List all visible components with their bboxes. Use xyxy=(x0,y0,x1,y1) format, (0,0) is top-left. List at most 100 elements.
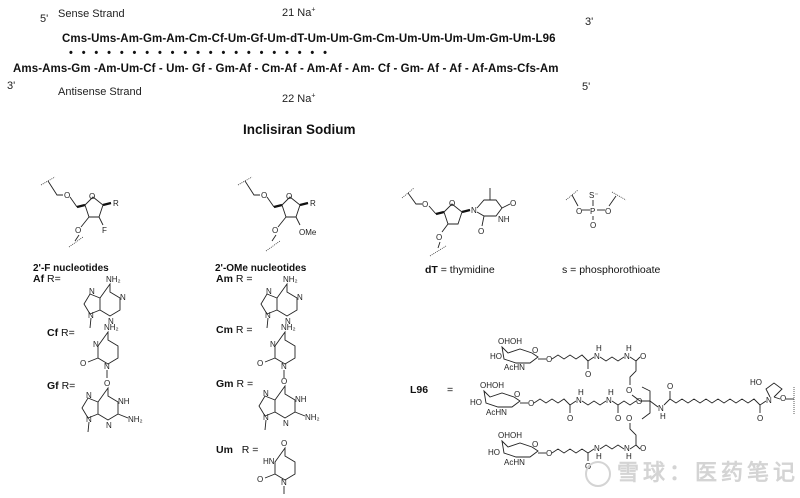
l96-label: L96 xyxy=(410,384,429,396)
pairing-dots: • • • • • • • • • • • • • • • • • • • • … xyxy=(69,47,330,59)
svg-text:N: N xyxy=(281,362,287,371)
svg-text:N: N xyxy=(624,444,630,453)
cytosine-structure-cf: NH₂ NN O xyxy=(80,323,119,378)
svg-text:H: H xyxy=(626,344,632,353)
svg-text:R: R xyxy=(113,199,119,208)
sense-sequence: Cms-Ums-Am-Gm-Am-Cm-Cf-Um-Gf-Um-dT-Um-Um… xyxy=(62,33,556,45)
svg-text:NH₂: NH₂ xyxy=(283,275,298,284)
svg-text:N: N xyxy=(297,293,303,302)
svg-text:O: O xyxy=(261,191,267,200)
svg-text:H: H xyxy=(660,412,666,421)
svg-text:NH₂: NH₂ xyxy=(305,413,320,422)
page-title: Inclisiran Sodium xyxy=(243,122,356,137)
svg-text:N: N xyxy=(88,311,94,320)
svg-text:O: O xyxy=(449,199,455,208)
svg-text:O: O xyxy=(640,352,646,361)
svg-text:N: N xyxy=(120,293,126,302)
svg-text:OH: OH xyxy=(510,337,522,346)
svg-text:P: P xyxy=(590,207,595,216)
svg-text:O: O xyxy=(626,414,632,423)
svg-text:HO: HO xyxy=(488,448,500,457)
svg-text:H: H xyxy=(596,344,602,353)
svg-text:O: O xyxy=(257,359,263,368)
atom-o: O xyxy=(64,191,70,200)
svg-text:NH₂: NH₂ xyxy=(104,323,119,332)
antisense-3prime-label: 3' xyxy=(7,80,16,92)
fluoro-heading: 2'-F nucleotides xyxy=(33,263,109,274)
svg-text:AcHN: AcHN xyxy=(486,408,507,417)
svg-text:N: N xyxy=(265,311,271,320)
af-label: Af R= xyxy=(33,273,61,285)
svg-text:N: N xyxy=(281,478,287,487)
svg-text:NH₂: NH₂ xyxy=(106,275,121,284)
svg-text:F: F xyxy=(102,226,107,235)
svg-text:H: H xyxy=(578,388,584,397)
svg-text:OH: OH xyxy=(492,381,504,390)
svg-text:N: N xyxy=(471,206,477,215)
svg-text:HO: HO xyxy=(470,398,482,407)
l96-equals: = xyxy=(447,384,454,396)
svg-text:R: R xyxy=(310,199,316,208)
sense-3prime-label: 3' xyxy=(585,16,594,28)
cytosine-structure-cm: NH₂ NN O xyxy=(257,323,296,378)
svg-text:O: O xyxy=(286,192,292,201)
svg-text:NH: NH xyxy=(118,397,130,406)
adenine-structure-am: NH₂ N N N N xyxy=(260,275,303,329)
svg-text:O: O xyxy=(528,399,534,408)
methoxy-sugar-structure: O O R O OMe xyxy=(237,176,317,252)
svg-text:O: O xyxy=(104,379,110,388)
svg-text:OH: OH xyxy=(498,431,510,440)
svg-text:O: O xyxy=(257,475,263,484)
svg-text:OH: OH xyxy=(480,381,492,390)
svg-text:O: O xyxy=(636,397,642,406)
svg-text:H: H xyxy=(608,388,614,397)
svg-text:AcHN: AcHN xyxy=(504,458,525,467)
svg-text:O: O xyxy=(626,386,632,395)
svg-text:O: O xyxy=(281,377,287,386)
um-label: Um R = xyxy=(216,444,259,456)
svg-text:O: O xyxy=(576,207,582,216)
svg-text:N: N xyxy=(283,419,289,428)
svg-text:O: O xyxy=(478,227,484,236)
svg-text:AcHN: AcHN xyxy=(504,363,525,372)
svg-text:N: N xyxy=(263,413,269,422)
svg-text:N: N xyxy=(89,287,95,296)
svg-text:N: N xyxy=(93,340,99,349)
svg-text:O: O xyxy=(546,449,552,458)
svg-text:OH: OH xyxy=(498,337,510,346)
svg-text:O: O xyxy=(80,359,86,368)
gm-label: Gm R = xyxy=(216,378,254,390)
svg-text:N: N xyxy=(624,352,630,361)
svg-text:N: N xyxy=(266,287,272,296)
cf-label: Cf R= xyxy=(47,327,75,339)
uracil-structure-um: O HNN O xyxy=(257,439,296,494)
svg-text:O: O xyxy=(75,226,81,235)
svg-text:O: O xyxy=(605,207,611,216)
svg-text:O: O xyxy=(757,414,763,423)
thymidine-structure: O O N O NH O O xyxy=(401,187,516,257)
svg-text:HO: HO xyxy=(750,378,762,387)
svg-text:N: N xyxy=(594,444,600,453)
svg-text:N: N xyxy=(658,404,664,413)
svg-text:N: N xyxy=(86,415,92,424)
svg-text:N: N xyxy=(285,317,291,326)
watermark: 雪球：医药笔记 xyxy=(585,455,799,488)
svg-text:O: O xyxy=(667,382,673,391)
svg-text:N: N xyxy=(270,340,276,349)
thymidine-caption: dT = thymidine xyxy=(425,264,495,276)
svg-text:NH₂: NH₂ xyxy=(128,415,143,424)
antisense-counterion: 22 Na+ xyxy=(282,92,316,105)
antisense-strand-label: Antisense Strand xyxy=(58,86,142,98)
phosphorothioate-caption: s = phosphorothioate xyxy=(562,264,661,276)
svg-text:HO: HO xyxy=(490,352,502,361)
svg-text:OH: OH xyxy=(510,431,522,440)
svg-text:N: N xyxy=(263,389,269,398)
gf-label: Gf R= xyxy=(47,380,76,392)
svg-text:O: O xyxy=(640,444,646,453)
svg-text:N: N xyxy=(86,391,92,400)
svg-text:HN: HN xyxy=(263,457,275,466)
sense-strand-label: Sense Strand xyxy=(58,8,125,20)
